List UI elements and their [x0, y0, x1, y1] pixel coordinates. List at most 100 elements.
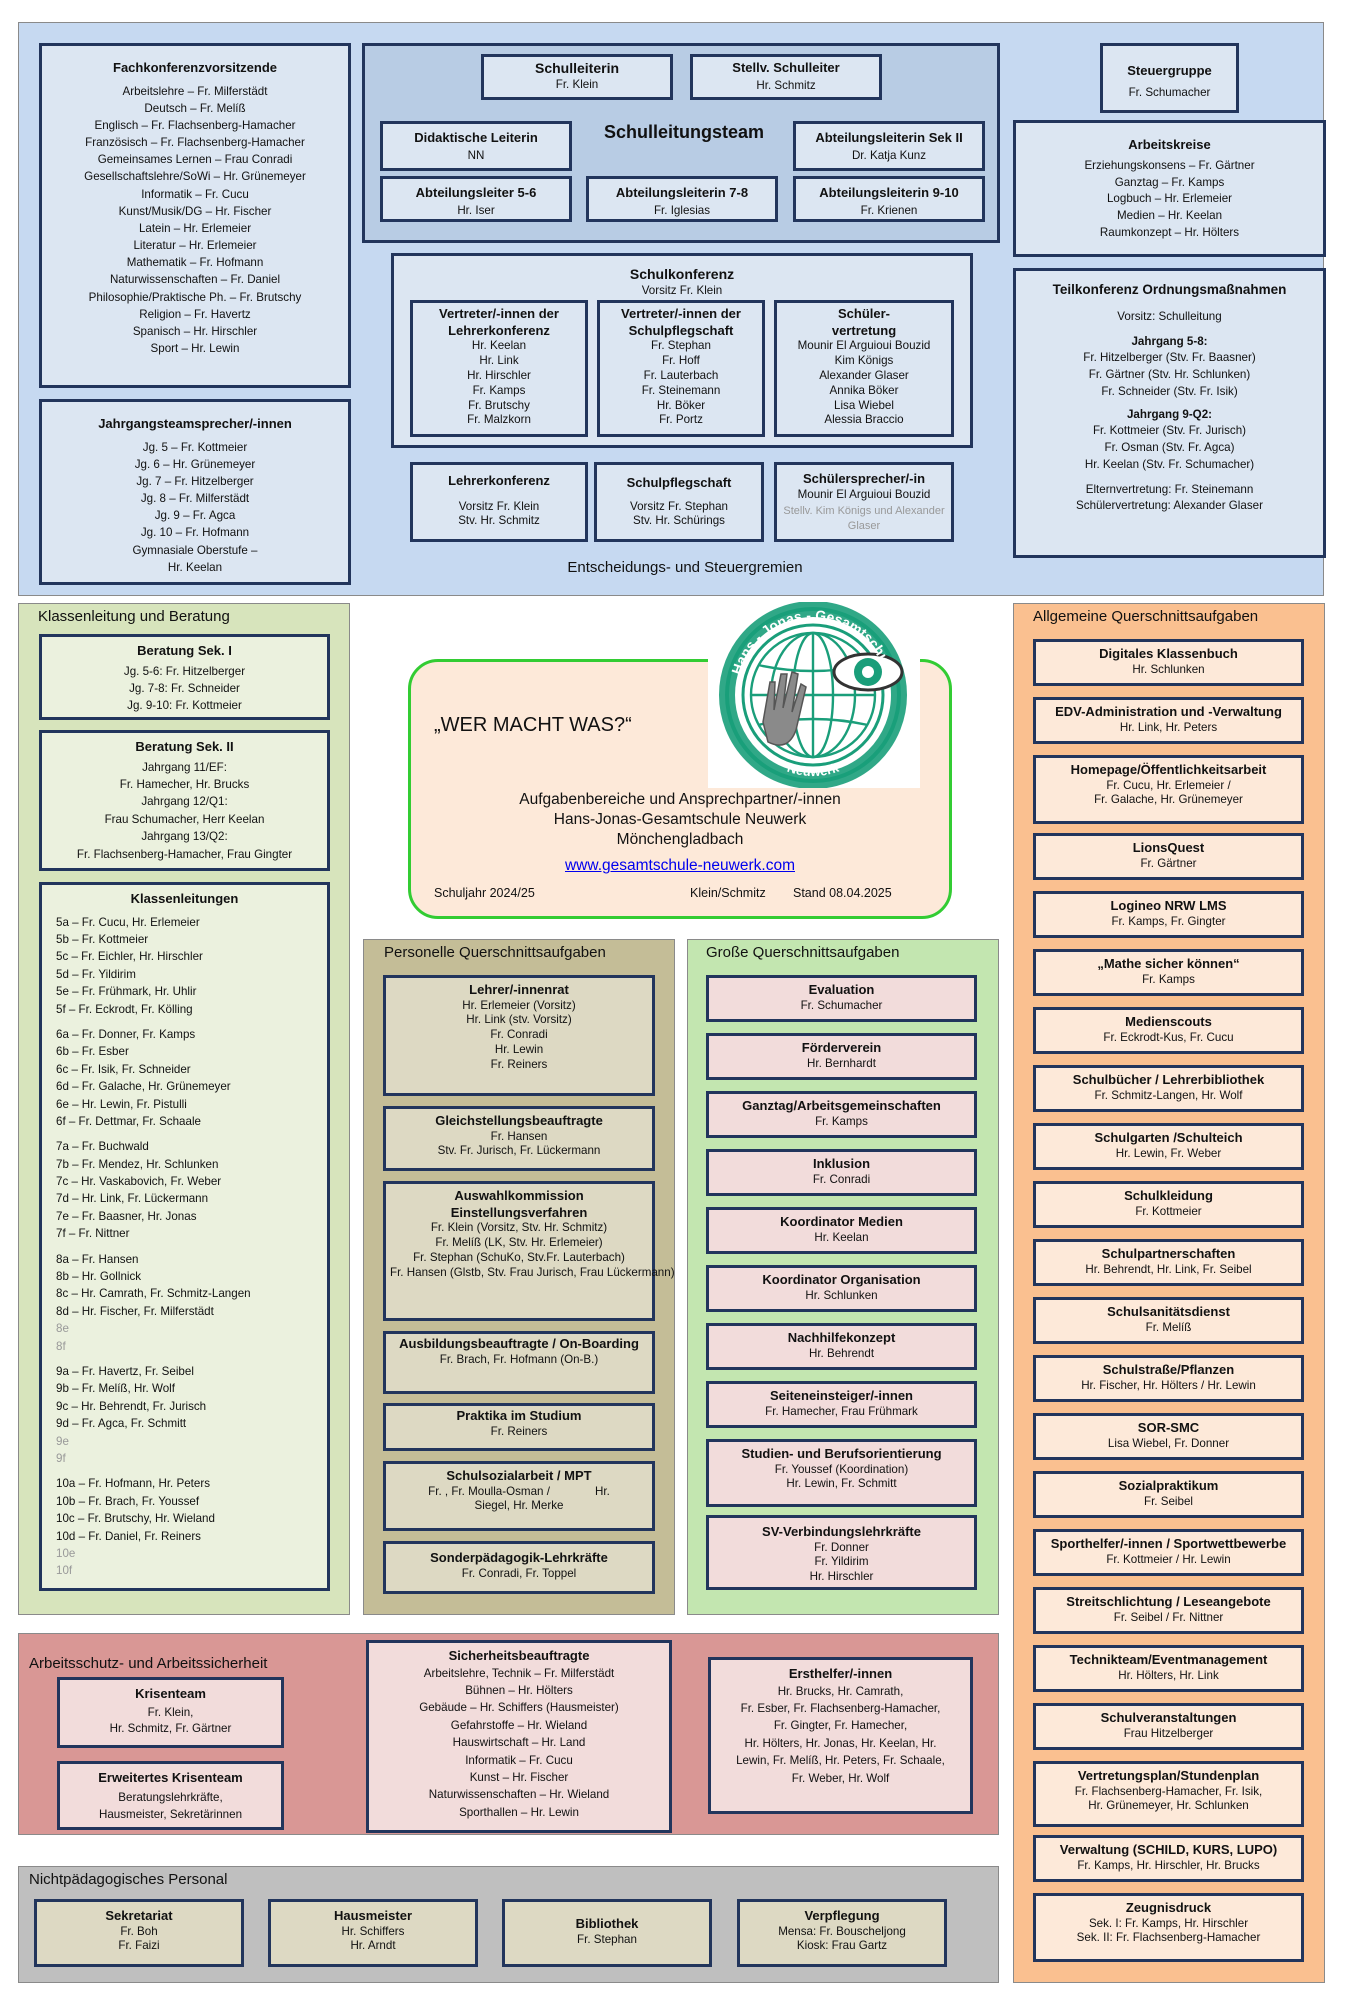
school-website-link[interactable]: www.gesamtschule-neuwerk.com — [564, 857, 795, 875]
didaktische-leiterin-title: Didaktische Leiterin — [414, 130, 538, 145]
fachkonferenz-item: Philosophie/Praktische Ph. – Fr. Brutsch… — [88, 290, 302, 304]
fachkonferenz-item: Sport – Hr. Lewin — [150, 341, 240, 355]
allgemein-line: Fr. Kamps, Fr. Gingter — [1111, 914, 1226, 928]
jahrgangsteam-item: Jg. 7 – Fr. Hitzelberger — [136, 474, 254, 488]
gross-line: Fr. Hamecher, Frau Frühmark — [765, 1404, 918, 1418]
schulkonferenz-schueler-title: Schüler-vertretung — [831, 306, 897, 338]
erweitertes-krisenteam-title: Erweitertes Krisenteam — [98, 1770, 243, 1785]
personell-title: Ausbildungsbeauftragte / On-Boarding — [399, 1336, 639, 1351]
allgemein-title: Zeugnisdruck — [1125, 1900, 1212, 1915]
allgemein-line: Fr. Seibel — [1144, 1494, 1193, 1508]
fachkonferenz-item: Gemeinsames Lernen – Frau Conradi — [97, 153, 293, 167]
abteilungsleiterin-910-title: Abteilungsleiterin 9-10 — [819, 185, 959, 200]
personell-line: Fr. , Fr. Moulla-Osman / Hr. — [428, 1484, 610, 1498]
sicherheitsbeauftragte-item: Informatik – Fr. Cucu — [465, 1753, 573, 1767]
fachkonferenz-item: Englisch – Fr. Flachsenberg-Hamacher — [94, 118, 296, 132]
allgemein-line: Sek. I: Fr. Kamps, Hr. Hirschler — [1088, 1916, 1249, 1930]
beratung-sek1-title: Beratung Sek. I — [137, 643, 232, 658]
erweitertes-krisenteam-item: Hausmeister, Sekretärinnen — [98, 1808, 243, 1822]
ersthelfer-item: Fr. Weber, Hr. Wolf — [791, 1771, 890, 1785]
nichtpaed-line: Kiosk: Frau Gartz — [796, 1939, 888, 1953]
klassenleitungen-box: Klassenleitungen 5a – Fr. Cucu, Hr. Erle… — [39, 882, 330, 1591]
allgemein-line: Fr. Melíß — [1145, 1320, 1192, 1334]
fachkonferenz-item: Arbeitslehre – Fr. Milferstädt — [122, 84, 268, 98]
fachkonferenz-item: Deutsch – Fr. Melíß — [144, 101, 246, 115]
gross-line: Fr. Yildirim — [814, 1555, 869, 1569]
schulkonferenz-pflegschaft-item: Fr. Portz — [659, 413, 703, 427]
teilkonferenz-jg9q2-item: Hr. Keelan (Stv. Fr. Schumacher) — [1084, 457, 1255, 471]
schulkonferenz-lehrer-item: Fr. Brutschy — [468, 398, 530, 412]
abteilungsleiterin-78-box: Abteilungsleiterin 7-8 Fr. Iglesias — [586, 176, 778, 222]
klasse-empty-item: 10e — [56, 1546, 76, 1560]
teilkonferenz-jg9q2-item: Fr. Kottmeier (Stv. Fr. Jurisch) — [1092, 424, 1247, 438]
schulleiterin-title: Schulleiterin — [534, 60, 620, 76]
title-card-heading: „WER MACHT WAS?“ — [434, 714, 632, 736]
arbeitskreis-item: Medien – Hr. Keelan — [1116, 209, 1223, 223]
allgemein-line: Fr. Kottmeier — [1135, 1204, 1202, 1218]
gross-line: Hr. Lewin, Fr. Schmitt — [786, 1477, 897, 1491]
klasse-item: 6e – Hr. Lewin, Fr. Pistulli — [56, 1097, 187, 1111]
logo-bottom-text: Neuwerk — [785, 760, 841, 780]
ersthelfer-item: Hr. Brucks, Hr. Camrath, — [777, 1684, 904, 1698]
fachkonferenz-item: Naturwissenschaften – Fr. Daniel — [109, 273, 281, 287]
allgemein-line: Fr. Cucu, Hr. Erlemeier / — [1106, 778, 1231, 792]
schulkonferenz-lehrer-item: Fr. Malzkorn — [467, 413, 531, 427]
allgemein-line: Fr. Galache, Hr. Grünemeyer — [1094, 793, 1243, 807]
stand-label: Stand 08.04.2025 — [793, 886, 892, 900]
gross-line: Fr. Kamps — [815, 1114, 868, 1128]
allgemein-title: Schulpartnerschaften — [1101, 1246, 1236, 1261]
gross-line: Hr. Schlunken — [805, 1288, 878, 1302]
beratung-sek2-item: Jahrgang 12/Q1: — [141, 795, 228, 809]
abteilungsleiterin-sek2-title: Abteilungsleiterin Sek II — [815, 130, 963, 145]
fachkonferenz-item: Informatik – Fr. Cucu — [141, 187, 249, 201]
allgemein-line: Hr. Hölters, Hr. Link — [1118, 1668, 1219, 1682]
klasse-item: 9d – Fr. Agca, Fr. Schmitt — [56, 1417, 187, 1431]
teilkonferenz-jg9q2-list: Fr. Kottmeier (Stv. Fr. Jurisch)Fr. Osma… — [1020, 423, 1319, 473]
fachkonferenz-item: Französisch – Fr. Flachsenberg-Hamacher — [85, 136, 305, 150]
steuergruppe-name: Fr. Schumacher — [1128, 85, 1211, 99]
abteilungsleiterin-910-box: Abteilungsleiterin 9-10 Fr. Krienen — [793, 176, 985, 222]
fachkonferenz-item: Spanisch – Hr. Hirschler — [132, 324, 258, 338]
gross-line: Fr. Schumacher — [800, 998, 883, 1012]
klassenleitungen-title: Klassenleitungen — [130, 891, 239, 906]
nichtpaed-line: Hr. Schiffers — [341, 1924, 405, 1938]
personell-line: Fr. Melíß (LK, Stv. Hr. Erlemeier) — [435, 1236, 603, 1250]
klasse-item: 5d – Fr. Yildirim — [56, 967, 136, 981]
schuljahr-label: Schuljahr 2024/25 — [434, 886, 535, 900]
gross-line: Hr. Behrendt — [808, 1346, 875, 1360]
allgemein-title: Schulbücher / Lehrerbibliothek — [1072, 1072, 1265, 1087]
teilkonferenz-jg58-item: Fr. Schneider (Stv. Fr. Isik) — [1101, 384, 1238, 398]
ersthelfer-title: Ersthelfer/-innen — [788, 1666, 893, 1681]
ersthelfer-item: Fr. Gingter, Fr. Hamecher, — [773, 1719, 908, 1733]
personell-line: Stv. Fr. Jurisch, Fr. Lückermann — [437, 1144, 601, 1158]
allgemein-box: „Mathe sicher können“Fr. Kamps — [1033, 949, 1304, 996]
allgemein-line: Hr. Schlunken — [1132, 662, 1205, 676]
klasse-item: 9b – Fr. Melíß, Hr. Wolf — [56, 1382, 175, 1396]
allgemein-title: Verwaltung (SCHILD, KURS, LUPO) — [1059, 1842, 1278, 1857]
abteilungsleiterin-910-name: Fr. Krienen — [860, 203, 918, 217]
schulkonferenz-schueler-item: Annika Böker — [829, 383, 899, 397]
allgemein-title: Logineo NRW LMS — [1110, 898, 1227, 913]
allgemein-title: LionsQuest — [1132, 840, 1205, 855]
teilkonferenz-vorsitz: Vorsitz: Schulleitung — [1117, 310, 1222, 324]
schulpflegschaft-item: Vorsitz Fr. Stephan — [630, 499, 728, 513]
schulkonferenz-pflegschaft-box: Vertreter/-innen der Schulpflegschaft Fr… — [597, 300, 765, 437]
arbeitsschutz-header: Arbeitsschutz- und Arbeitssicherheit — [29, 1655, 268, 1672]
schulkonferenz-schueler-box: Schüler-vertretung Mounir El Arguioui Bo… — [774, 300, 954, 437]
beratung-sek2-item: Jahrgang 11/EF: — [142, 760, 227, 774]
allgemein-title: SOR-SMC — [1137, 1420, 1200, 1435]
jahrgangsteam-item: Jg. 6 – Hr. Grünemeyer — [134, 457, 256, 471]
